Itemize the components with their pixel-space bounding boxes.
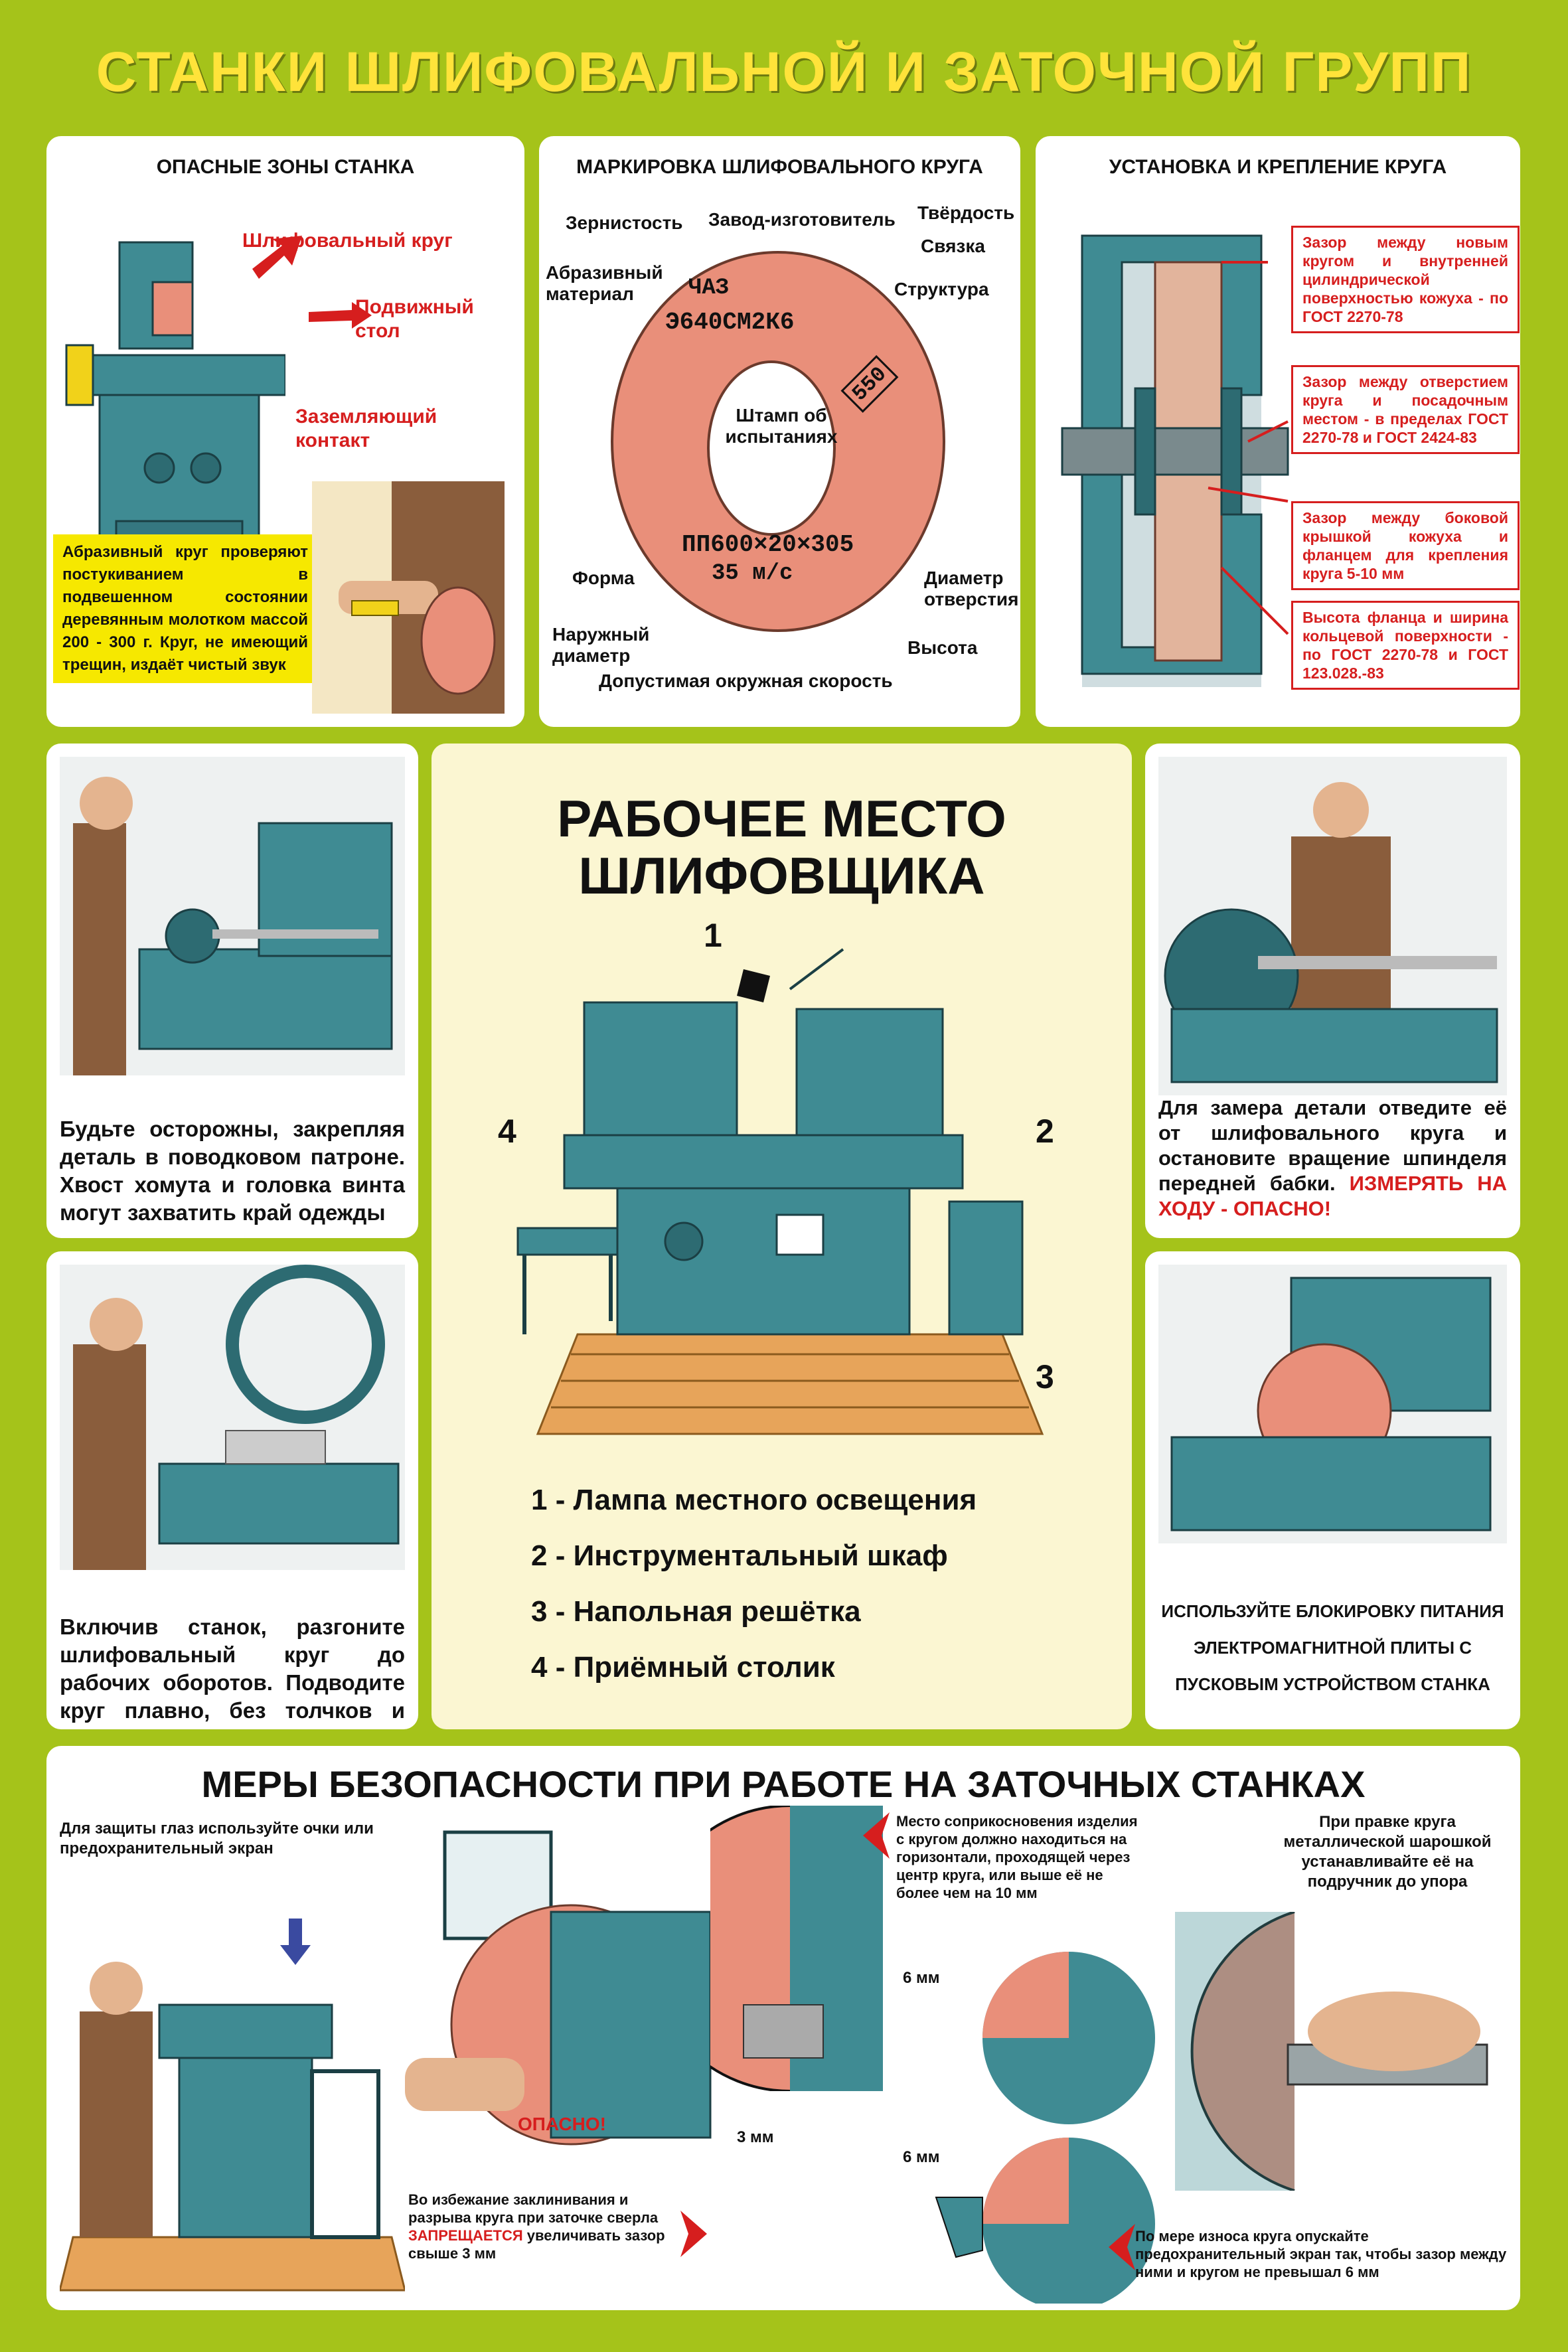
measuring-worker-illustration [1158,757,1507,1095]
note-dressing: При правке круга металлической шарошкой … [1283,1813,1492,1891]
panel-marking: МАРКИРОВКА ШЛИФОВАЛЬНОГО КРУГА ЧАЗ Э640С… [539,136,1020,727]
caption-measure-text: Для замера детали отведите её от шлифова… [1158,1096,1507,1195]
note-wear: По мере износа круга опускайте предохран… [1135,2228,1507,2280]
label-danger: ОПАСНО! [518,2114,606,2134]
page-title: СТАНКИ ШЛИФОВАЛЬНОЙ И ЗАТОЧНОЙ ГРУПП [96,40,1472,103]
caption-magnetic-lock: ИСПОЛЬЗУЙТЕ БЛОКИРОВКУ ПИТАНИЯ ЭЛЕКТРОМА… [1161,1601,1504,1694]
drill-sharpening-illustration [405,1830,712,2146]
panel-chuck-warning: Будьте осторожны, закрепляя деталь в пов… [46,744,418,1238]
label-height: Высота [907,637,978,658]
label-structure: Структура [894,279,989,299]
bench-grinder-worker-illustration [60,1919,405,2292]
grinding-wheel-diagram [611,251,945,632]
gap-diagrams [935,1952,1155,2304]
wheel-check-note: Абразивный круг проверяют постукиванием … [53,534,317,683]
mount-note-4: Высота фланца и ширина кольцевой поверхн… [1291,601,1520,690]
panel-title: МАРКИРОВКА ШЛИФОВАЛЬНОГО КРУГА [576,156,983,178]
note-contact: Место соприкосновения изделия с кругом д… [896,1813,1138,1901]
number-1: 1 [704,917,722,954]
label-table: Подвижный стол [355,296,474,342]
label-bond: Связка [921,236,985,256]
caption-measure: Для замера детали отведите её от шлифова… [1158,1095,1507,1221]
worker-tapping-wheel-illustration [312,481,505,714]
number-4: 4 [498,1113,516,1150]
label-bore: Диаметр отверстия [924,568,1019,609]
cylindrical-grinder-worker-illustration [60,757,405,1075]
dressing-tool-illustration [1175,1912,1488,2191]
note-jam-before: Во избежание заклинивания и разрыва круг… [408,2191,659,2226]
wheel-mounting-diagram [1061,234,1289,687]
note-jam: Во избежание заклинивания и разрыва круг… [408,2191,687,2262]
code-bottom-1: ПП600×20×305 [682,531,854,558]
red-marker-left [680,2211,707,2257]
dim-6mm-bottom: 6 мм [903,2148,940,2166]
red-marker-top [863,1812,890,1859]
number-2: 2 [1036,1113,1054,1150]
code-bottom-2: 35 м/с [712,561,793,586]
panel-spin-up: Включив станок, разгоните шлифовальный к… [46,1251,418,1729]
legend-item: 1 - Лампа местного освещения [531,1484,977,1516]
panel-title: УСТАНОВКА И КРЕПЛЕНИЕ КРУГА [1109,156,1447,178]
code-top-1: ЧАЗ [688,275,730,301]
workplace-title-line2: ШЛИФОВЩИКА [578,846,985,905]
label-form: Форма [572,568,635,588]
grinding-worker-illustration [60,1265,405,1570]
caption-spin-up: Включив станок, разгоните шлифовальный к… [60,1614,405,1729]
dim-3mm: 3 мм [737,2128,774,2146]
label-wheel: Шлифовальный круг [242,230,453,252]
workplace-title: РАБОЧЕЕ МЕСТО ШЛИФОВЩИКА [431,790,1132,904]
panel-mounting: УСТАНОВКА И КРЕПЛЕНИЕ КРУГА Зазор между … [1036,136,1520,727]
legend-item: 4 - Приёмный столик [531,1651,835,1684]
caption-measure-warning: ИЗМЕРЯТЬ НА ХОДУ - ОПАСНО! [1158,1172,1507,1220]
label-grain: Зернистость [566,212,683,233]
mount-note-1: Зазор между новым кругом и внутренней ци… [1291,226,1520,333]
label-hardness: Твёрдость [917,202,1015,223]
code-top-2: Э640СМ2К6 [665,309,795,336]
label-outer-diameter: Наружный диаметр [552,624,650,666]
magnetic-table-illustration [1158,1265,1507,1543]
dim-6mm-top: 6 мм [903,1969,940,1987]
mount-note-3: Зазор между боковой крышкой кожуха и фла… [1291,501,1520,590]
label-abrasive: Абразивный материал [546,262,663,304]
label-manufacturer: Завод-изготовитель [708,209,896,230]
caption-chuck: Будьте осторожны, закрепляя деталь в пов… [60,1117,405,1225]
panel-magnetic-lock: ИСПОЛЬЗУЙТЕ БЛОКИРОВКУ ПИТАНИЯ ЭЛЕКТРОМА… [1145,1251,1520,1729]
panel-workplace: РАБОЧЕЕ МЕСТО ШЛИФОВЩИКА 1 2 3 4 1 - Лам… [431,744,1132,1729]
note-jam-after: увеличивать зазор свыше 3 мм [408,2227,665,2262]
panel-safety: МЕРЫ БЕЗОПАСНОСТИ ПРИ РАБОТЕ НА ЗАТОЧНЫХ… [46,1746,1520,2310]
label-ground: Заземляющий контакт [295,406,437,451]
label-speed: Допустимая окружная скорость [599,670,893,691]
workplace-title-line1: РАБОЧЕЕ МЕСТО [557,789,1006,848]
panel-danger-zones: ОПАСНЫЕ ЗОНЫ СТАНКА Шлифовальный круг По… [46,136,524,727]
legend-item: 2 - Инструментальный шкаф [531,1539,948,1572]
label-stamp: Штамп об испытаниях [725,405,838,447]
panel-measure: Для замера детали отведите её от шлифова… [1145,744,1520,1238]
number-3: 3 [1036,1358,1054,1395]
legend-item: 3 - Напольная решётка [531,1595,861,1628]
note-eyes: Для защиты глаз используйте очки или пре… [60,1820,374,1857]
safety-title: МЕРЫ БЕЗОПАСНОСТИ ПРИ РАБОТЕ НА ЗАТОЧНЫХ… [201,1763,1366,1805]
red-marker-right [1109,2224,1135,2270]
note-jam-forbidden: ЗАПРЕЩАЕТСЯ [408,2227,523,2244]
panel-title: ОПАСНЫЕ ЗОНЫ СТАНКА [156,156,415,178]
workplace-illustration [516,948,1044,1435]
workplace-legend: 1 - Лампа местного освещения 2 - Инструм… [531,1484,977,1707]
mount-note-2: Зазор между отверстием круга и посадочны… [1291,365,1520,454]
tool-rest-illustration [710,1806,883,2091]
